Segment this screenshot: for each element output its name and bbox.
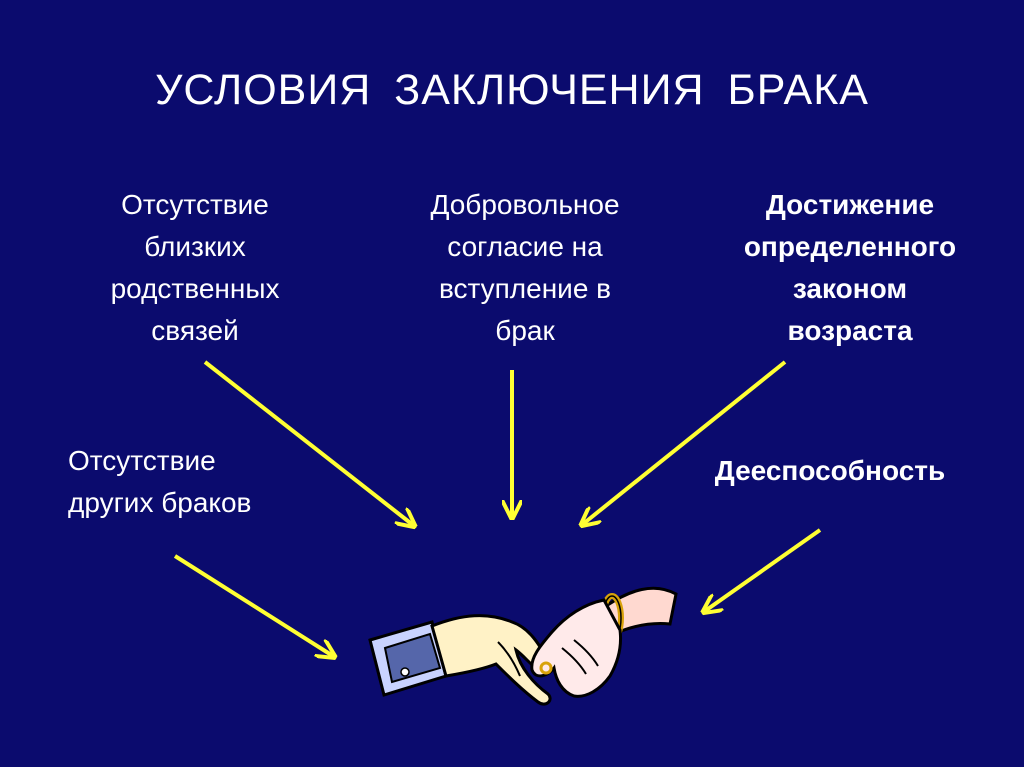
handshake-clipart-icon (368, 586, 678, 706)
arrow-age (583, 360, 787, 524)
condition-voluntary-consent: Добровольное согласие на вступление в бр… (430, 189, 620, 346)
arrow-no-other-marriages (173, 554, 333, 656)
condition-legal-age: Достижение определенного законом возраст… (743, 189, 957, 346)
condition-no-close-kinship: Отсутствие близких родственных связей (110, 189, 280, 346)
arrow-kinship (203, 360, 413, 525)
arrow-capacity (705, 528, 822, 611)
condition-no-other-marriages: Отсутствие других браков (68, 445, 252, 518)
condition-legal-capacity: Дееспособность (714, 455, 946, 486)
slide-title: УСЛОВИЯ ЗАКЛЮЧЕНИЯ БРАКА (155, 66, 869, 114)
